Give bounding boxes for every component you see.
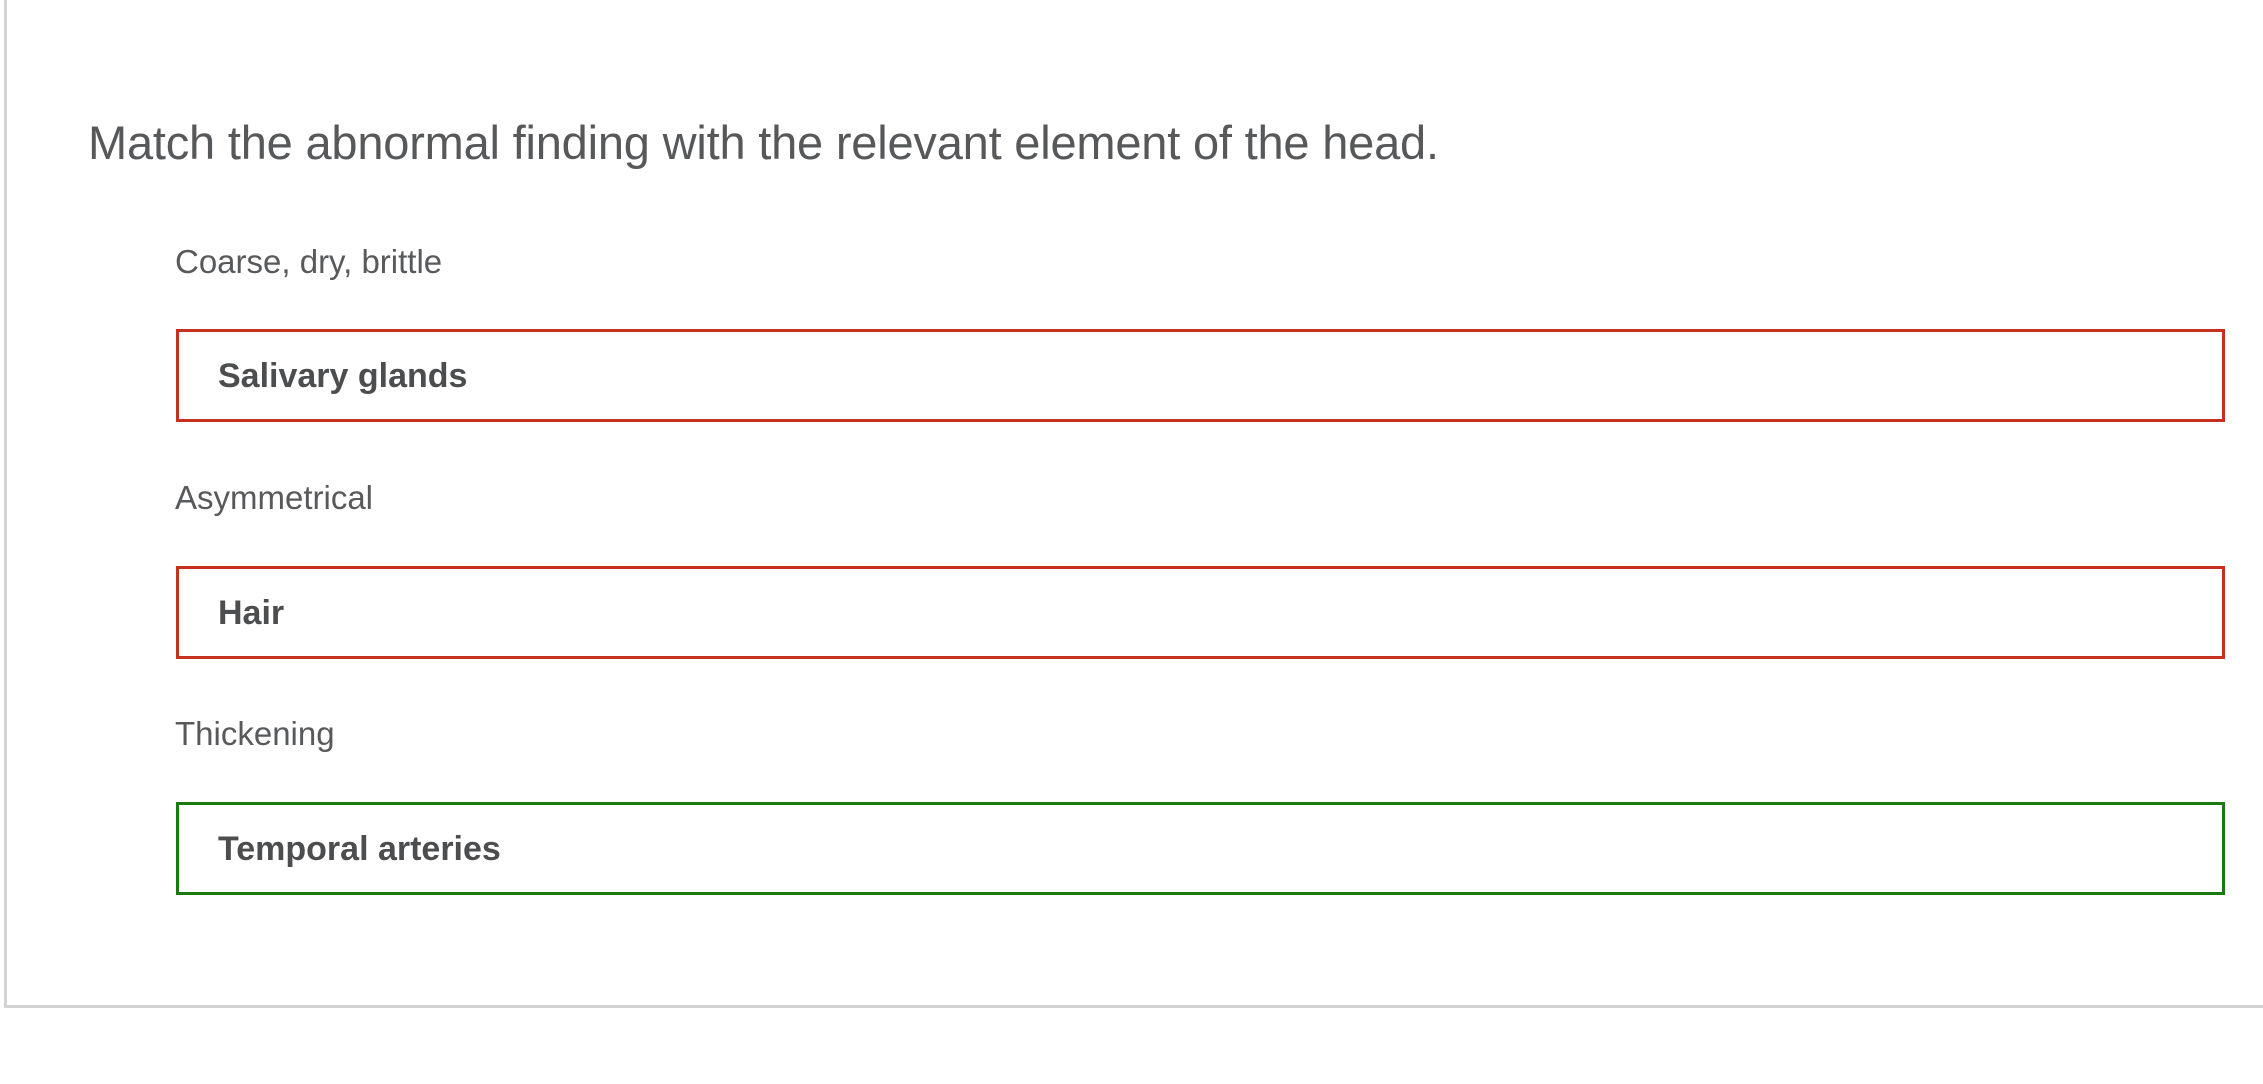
answer-box-1[interactable]: Hair [176,566,2225,659]
quiz-card: Match the abnormal finding with the rele… [4,0,2263,1008]
prompt-label-1: Asymmetrical [175,479,374,516]
page-title: Match the abnormal finding with the rele… [88,116,1439,169]
answer-box-2[interactable]: Temporal arteries [176,802,2225,895]
prompt-label-2: Thickening [175,715,335,752]
answer-text-0: Salivary glands [218,356,468,395]
answer-box-0[interactable]: Salivary glands [176,329,2225,422]
answer-text-2: Temporal arteries [218,829,501,868]
prompt-label-0: Coarse, dry, brittle [175,243,443,280]
answer-text-1: Hair [218,593,285,632]
